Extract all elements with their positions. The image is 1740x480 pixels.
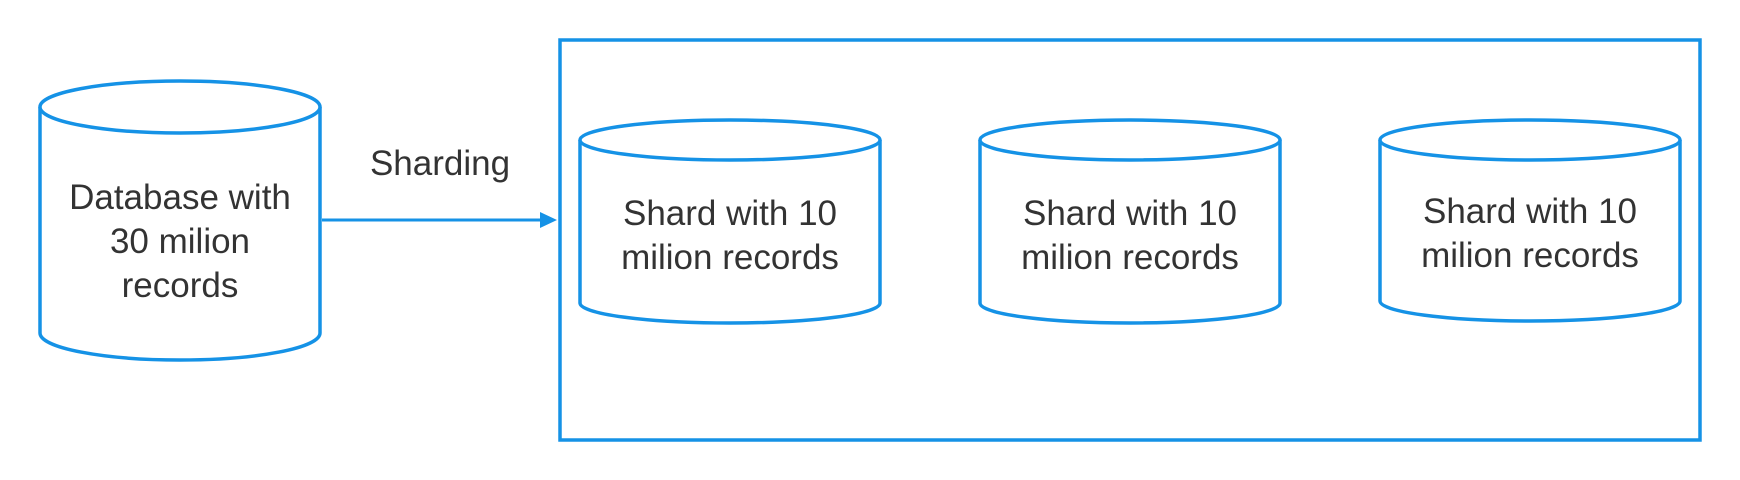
sharding-label: Sharding	[369, 144, 511, 183]
shards-container	[558, 38, 1702, 442]
database-cylinder	[38, 79, 322, 362]
shard-cylinder-1	[578, 118, 882, 325]
sharding-arrow	[322, 212, 557, 228]
shard-label-3: Shard with 10 milion records	[1421, 192, 1639, 275]
shard-label-2: Shard with 10 milion records	[1021, 194, 1239, 277]
shard-cylinder-3	[1378, 118, 1682, 323]
shard-cylinder-2	[978, 118, 1282, 325]
database-label: Database with 30 milion records	[69, 178, 291, 305]
shard-label-1: Shard with 10 milion records	[621, 194, 839, 277]
